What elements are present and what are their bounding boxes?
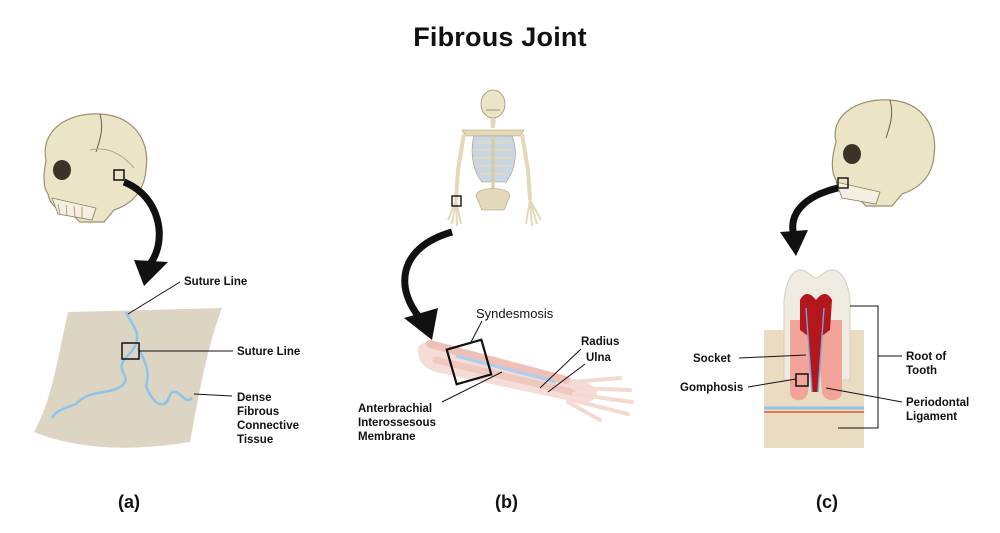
- arrowhead-c: [780, 230, 808, 256]
- root-of-tooth-label: Root of Tooth: [906, 351, 947, 377]
- arrowhead-b: [404, 308, 438, 340]
- periodontal-ligament-label: Periodontal Ligament: [906, 397, 970, 423]
- gomphosis-label: Gomphosis: [680, 382, 744, 394]
- skeleton-illustration: [447, 89, 542, 227]
- panel-b-caption: (b): [495, 492, 518, 512]
- suture-line-mid-label: Suture Line: [237, 346, 301, 358]
- membrane-label: Anterbrachial Interossesous Membrane: [358, 403, 436, 443]
- forearm-illustration: [418, 338, 634, 422]
- arrow-c: [789, 184, 839, 237]
- ulna-label: Ulna: [586, 352, 611, 364]
- arrow-a: [122, 178, 163, 267]
- arrow-b: [401, 228, 453, 321]
- diagram-title: Fibrous Joint: [413, 22, 587, 52]
- tissue-sheet: [34, 308, 222, 448]
- suture-line: [50, 311, 139, 419]
- arrowhead-a: [134, 260, 168, 286]
- suture-line-top-label: Suture Line: [184, 276, 248, 288]
- syndesmosis-label: Syndesmosis: [476, 306, 554, 321]
- skull-illustration-a: [43, 113, 148, 223]
- tooth-illustration: [764, 269, 864, 448]
- skull-illustration-c: [831, 99, 936, 207]
- radius-label: Radius: [581, 336, 620, 348]
- connective-tissue-label: Dense Fibrous Connective Tissue: [237, 392, 299, 446]
- panel-a-caption: (a): [118, 492, 140, 512]
- panel-c-caption: (c): [816, 492, 838, 512]
- socket-label: Socket: [693, 353, 731, 365]
